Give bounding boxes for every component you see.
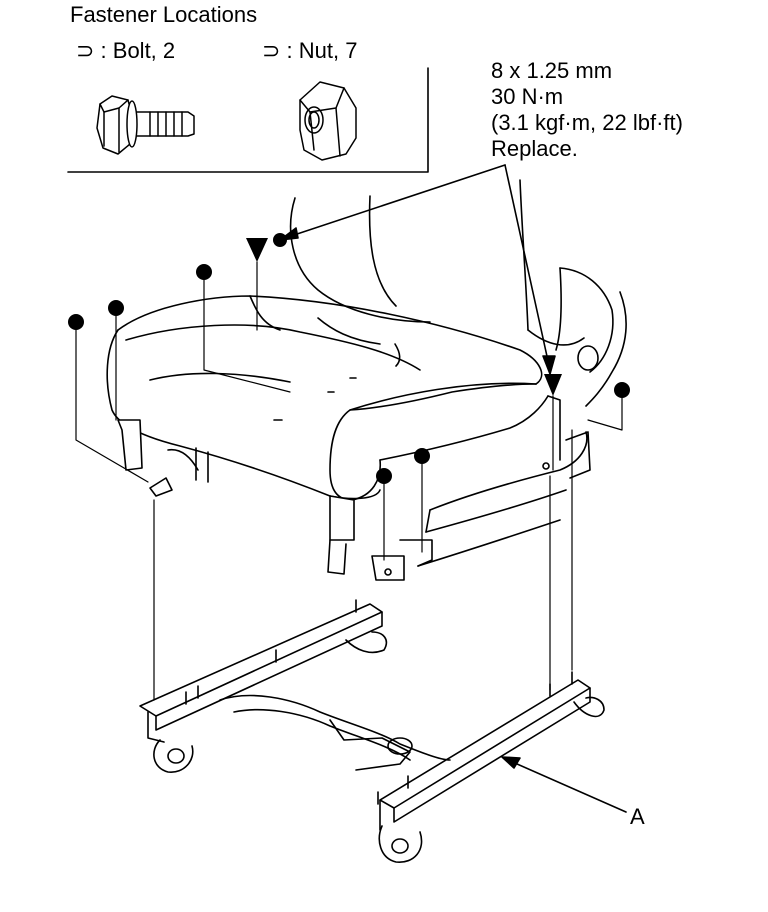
torque-alt-units: (3.1 kgf·m, 22 lbf·ft) — [491, 110, 683, 135]
fastener-locations-title: Fastener Locations — [70, 2, 258, 27]
nut-marker — [414, 448, 430, 464]
nut-marker — [273, 233, 287, 247]
bolt-marker — [544, 374, 562, 396]
legend-frame — [68, 68, 428, 172]
seat-cushion — [107, 296, 548, 500]
part-a-label: A — [630, 804, 645, 829]
fastener-markers — [68, 233, 630, 484]
seat-frame-brackets — [118, 396, 590, 580]
nut-marker — [108, 300, 124, 316]
bolt-legend-label: ⊃ : Bolt, 2 — [76, 38, 176, 63]
seat-back — [291, 180, 626, 406]
part-a-arrow — [502, 757, 626, 812]
nut-marker — [68, 314, 84, 330]
bolt-marker — [246, 238, 268, 262]
torque-spec: 8 x 1.25 mm 30 N·m (3.1 kgf·m, 22 lbf·ft… — [491, 58, 683, 162]
replace-note: Replace. — [491, 136, 578, 161]
spec-leader-lines — [280, 165, 555, 374]
nut-legend-label: ⊃ : Nut, 7 — [262, 38, 358, 63]
seat-rail-left — [140, 600, 386, 772]
bolt-marker-leaders — [257, 262, 553, 470]
nut-icon — [300, 82, 356, 160]
torque-nm: 30 N·m — [491, 84, 564, 109]
nut-marker — [614, 382, 630, 398]
rail-crossmember — [220, 696, 450, 770]
thread-size: 8 x 1.25 mm — [491, 58, 613, 83]
bolt-icon — [97, 96, 194, 154]
alignment-leaders — [76, 272, 622, 700]
nut-marker — [376, 468, 392, 484]
nut-marker — [196, 264, 212, 280]
seat-rail-right — [378, 672, 604, 862]
